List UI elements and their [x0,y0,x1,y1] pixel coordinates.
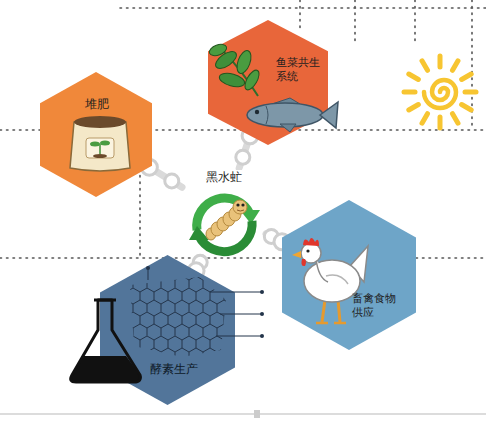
node-shape [100,255,235,405]
connector-joint [165,174,179,188]
node-label: 鱼菜共生系统 [276,56,322,84]
connector-joint [236,150,250,164]
node-shape [40,72,152,197]
node-illustration [189,198,260,252]
node-illustration [208,42,338,132]
dotted-grid [0,0,486,258]
sun-illustration [404,56,476,128]
baseline-tick [254,410,260,418]
larva-hub: 黑水虻 [182,168,266,258]
enzyme-hexagon: 酵素生产 [100,255,235,405]
node-label: 畜禽食物供应 [352,292,398,320]
node-shape [282,200,416,350]
node-label: 黑水虻 [204,170,244,185]
node-illustration [71,266,264,382]
hexagon-outline [282,200,416,350]
node-shape [208,20,328,145]
baseline [0,413,486,415]
livestock-hexagon: 畜禽食物供应 [282,200,416,350]
aquaponics-hexagon: 鱼菜共生系统 [208,20,328,145]
hexagon-outline [40,72,152,197]
node-illustration [70,116,130,171]
compost-hexagon: 堆肥 [40,72,152,197]
node-label: 堆肥 [85,97,109,112]
node-label: 酵素生产 [150,362,198,377]
